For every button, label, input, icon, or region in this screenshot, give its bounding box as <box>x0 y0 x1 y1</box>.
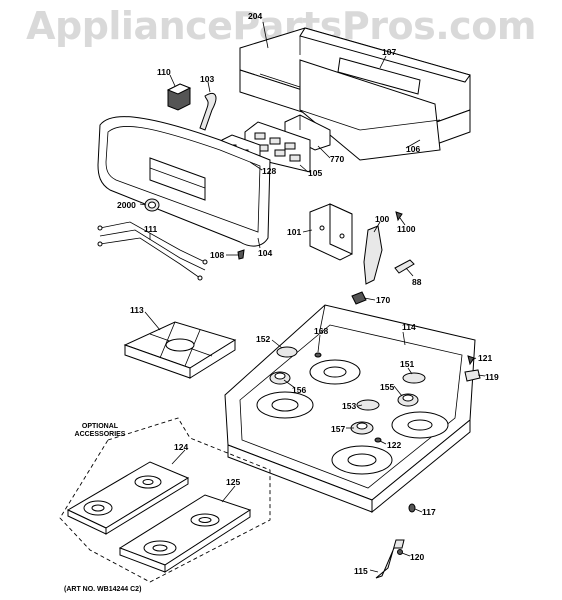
backguard-104 <box>97 116 271 247</box>
rear-panel-106 <box>299 59 441 161</box>
callout-110: 110 <box>157 67 171 77</box>
callout-153: 153 <box>342 401 356 411</box>
knob-2000 <box>144 198 160 212</box>
callout-170: 170 <box>376 295 390 305</box>
callout-111: 111 <box>144 224 158 234</box>
leader-lines <box>139 21 486 573</box>
burner-cap-152 <box>276 346 298 358</box>
burner-cap-151 <box>402 372 426 384</box>
bracket-101 <box>309 203 353 261</box>
callout-104: 104 <box>258 248 272 258</box>
part-88 <box>394 259 415 274</box>
callout-103: 103 <box>200 74 214 84</box>
callout-152: 152 <box>256 334 270 344</box>
callout-121: 121 <box>478 353 492 363</box>
callout-108: 108 <box>210 250 224 260</box>
part-115 <box>375 539 405 579</box>
callout-124: 124 <box>174 442 188 452</box>
callout-115: 115 <box>354 566 368 576</box>
harness-111 <box>97 221 208 281</box>
screw-108 <box>237 249 245 260</box>
callout-106: 106 <box>406 144 420 154</box>
grate-113 <box>123 321 237 379</box>
callout-105: 105 <box>308 168 322 178</box>
part-121 <box>467 355 475 366</box>
part-117 <box>408 503 416 513</box>
callout-1100: 1100 <box>397 224 416 234</box>
callout-117: 117 <box>422 507 436 517</box>
callout-770: 770 <box>330 154 344 164</box>
drip-pan-124 <box>66 461 190 535</box>
callout-114: 114 <box>402 322 416 332</box>
optional-label: OPTIONAL <box>82 423 119 430</box>
callout-120: 120 <box>410 552 424 562</box>
part-100 <box>363 225 383 285</box>
callout-119: 119 <box>485 372 499 382</box>
callout-156: 156 <box>292 385 306 395</box>
callout-204: 204 <box>248 11 262 21</box>
callout-88: 88 <box>412 277 422 287</box>
callout-107: 107 <box>382 47 396 57</box>
screw-1100 <box>395 211 403 222</box>
callout-100: 100 <box>375 214 389 224</box>
accessories-label: ACCESSORIES <box>75 431 126 438</box>
art-number: (ART NO. WB14244 C2) <box>64 586 141 593</box>
callout-128: 128 <box>262 166 276 176</box>
screw-170 <box>351 291 367 305</box>
callout-101: 101 <box>287 227 301 237</box>
callout-2000: 2000 <box>117 200 136 210</box>
callout-113: 113 <box>130 305 144 315</box>
part-110 <box>166 83 192 111</box>
drip-pan-125 <box>118 494 252 573</box>
part-119 <box>464 369 481 382</box>
burner-cap-153 <box>356 399 380 411</box>
callout-168: 168 <box>314 326 328 336</box>
part-103 <box>199 93 217 131</box>
callout-157: 157 <box>331 424 345 434</box>
callout-125: 125 <box>226 477 240 487</box>
orifice-168 <box>314 352 322 358</box>
callout-151: 151 <box>400 359 414 369</box>
electrode-122 <box>374 437 382 443</box>
accessories-boundary <box>59 417 271 583</box>
callout-155: 155 <box>380 382 394 392</box>
callout-122: 122 <box>387 440 401 450</box>
